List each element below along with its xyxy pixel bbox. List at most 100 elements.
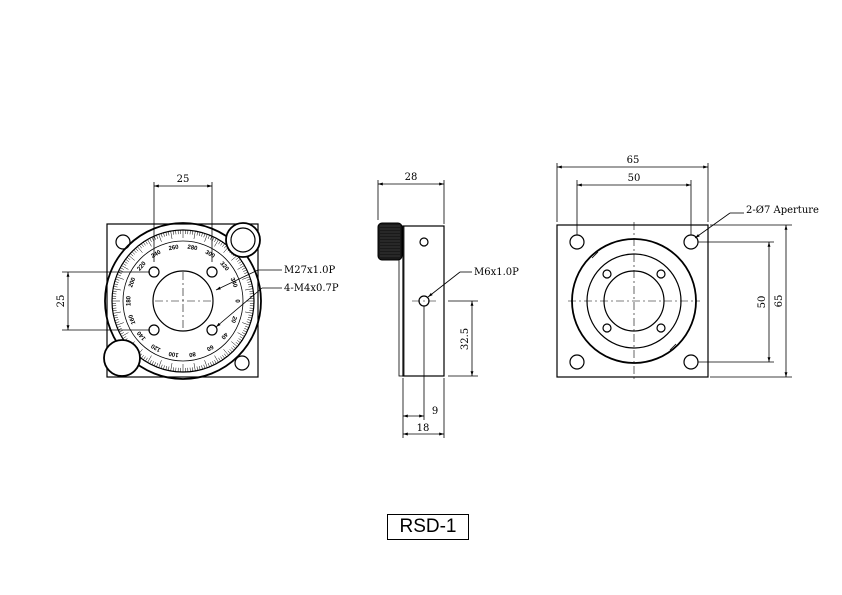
dial-tick xyxy=(133,249,137,253)
dial-tick xyxy=(147,355,152,363)
dial-tick xyxy=(141,243,144,247)
dial-scale-label: 340 xyxy=(229,277,238,289)
dial-tick xyxy=(115,321,120,324)
dial-tick xyxy=(153,362,156,366)
dial-tick xyxy=(172,230,174,235)
dial-tick xyxy=(165,232,168,237)
dial-tick xyxy=(163,365,165,370)
dial-tick xyxy=(170,362,173,371)
dial-tick xyxy=(238,338,243,341)
dial-tick xyxy=(246,278,251,281)
dial-tick xyxy=(201,365,203,370)
dial-tick xyxy=(248,285,253,288)
dial-tick xyxy=(247,283,252,286)
dial-tick xyxy=(160,364,163,369)
dial-tick xyxy=(212,237,215,241)
dial-tick xyxy=(249,310,254,312)
dial-tick xyxy=(201,232,203,237)
dial-tick xyxy=(113,311,122,314)
dial-scale-label: 280 xyxy=(187,245,199,253)
dial-tick xyxy=(198,365,201,370)
corner-hole xyxy=(115,234,131,250)
dial-tick xyxy=(192,367,194,372)
back-mount-hole xyxy=(656,269,666,279)
back-mount-hole xyxy=(602,269,612,279)
dial-tick xyxy=(246,321,251,324)
dial-tick xyxy=(114,316,119,319)
dial-scale-label: 180 xyxy=(127,295,133,306)
dial-tick xyxy=(145,240,148,245)
dial-tick xyxy=(222,355,225,359)
dial-tick xyxy=(165,365,168,370)
dial-tick xyxy=(193,231,196,240)
dial-tick xyxy=(125,259,129,262)
dim-inner-height: 50 xyxy=(757,296,768,309)
dial-tick xyxy=(227,350,231,354)
dial-tick xyxy=(231,347,235,351)
dim-outer-width: 65 xyxy=(627,155,640,166)
dial-tick xyxy=(113,314,118,317)
side-hole xyxy=(419,237,429,247)
dial-tick xyxy=(248,314,253,317)
dial-scale-label: 100 xyxy=(168,350,180,358)
dial-tick xyxy=(204,234,208,242)
dial-tick xyxy=(193,362,196,371)
dial-tick xyxy=(220,356,223,361)
dial-tick xyxy=(116,276,124,280)
dial-tick xyxy=(151,237,154,241)
dial-tick xyxy=(242,276,250,280)
dial-tick xyxy=(130,253,134,257)
dial-tick xyxy=(114,319,119,321)
dial-tick xyxy=(239,336,244,339)
dial-tick xyxy=(121,265,129,270)
dial-bore xyxy=(152,270,214,332)
dial-tick xyxy=(167,231,170,236)
dial-scale-label: 260 xyxy=(168,244,180,252)
dial-tick xyxy=(117,325,121,328)
dim-height: 32.5 xyxy=(460,328,471,350)
dial-tick xyxy=(143,356,146,361)
dial-tick xyxy=(247,281,252,283)
dial-tick xyxy=(167,366,170,371)
dim-offset: 9 xyxy=(432,406,438,417)
dim-base: 18 xyxy=(417,423,430,434)
back-mount-hole xyxy=(602,323,612,333)
dial-tick xyxy=(156,235,159,239)
back-view: 65 50 50 65 2-Ø7 Aperture xyxy=(556,155,819,380)
dial-tick xyxy=(149,238,152,242)
corner-hole xyxy=(683,354,699,370)
aperture-hole xyxy=(569,234,585,250)
dial-scale-label: 0 xyxy=(233,299,239,303)
dial-tick xyxy=(218,240,221,245)
dial-tick xyxy=(244,328,248,331)
dial-tick xyxy=(122,336,127,339)
dim-top-width: 25 xyxy=(177,174,190,185)
mount-hole xyxy=(206,324,218,336)
dial-tick xyxy=(231,341,238,347)
callout-thread: M27x1.0P xyxy=(284,265,336,276)
dial-tick xyxy=(135,248,139,252)
dial-tick xyxy=(172,367,174,372)
dial-tick xyxy=(149,360,152,364)
dial-tick xyxy=(117,274,121,277)
dial-tick xyxy=(203,233,206,238)
part-number-title: RSD-1 xyxy=(387,514,469,540)
dial-tick xyxy=(115,278,120,281)
dial-tick xyxy=(123,261,128,264)
back-mount-hole xyxy=(656,323,666,333)
dial-scale-label: 140 xyxy=(136,329,147,341)
dial-tick xyxy=(224,353,227,358)
dial-tick xyxy=(247,319,252,321)
dial-tick xyxy=(243,330,247,333)
dial-tick xyxy=(196,231,199,236)
mount-hole xyxy=(148,324,160,336)
dial-tick xyxy=(229,349,233,353)
dial-tick xyxy=(163,232,165,237)
dial-tick xyxy=(116,322,124,326)
dial-tick xyxy=(245,325,249,328)
dial-tick xyxy=(237,259,241,262)
dial-tick xyxy=(120,332,124,335)
dial-scale-label: 60 xyxy=(205,343,214,352)
dial-tick xyxy=(147,239,152,247)
dial-scale-label: 40 xyxy=(219,331,228,340)
